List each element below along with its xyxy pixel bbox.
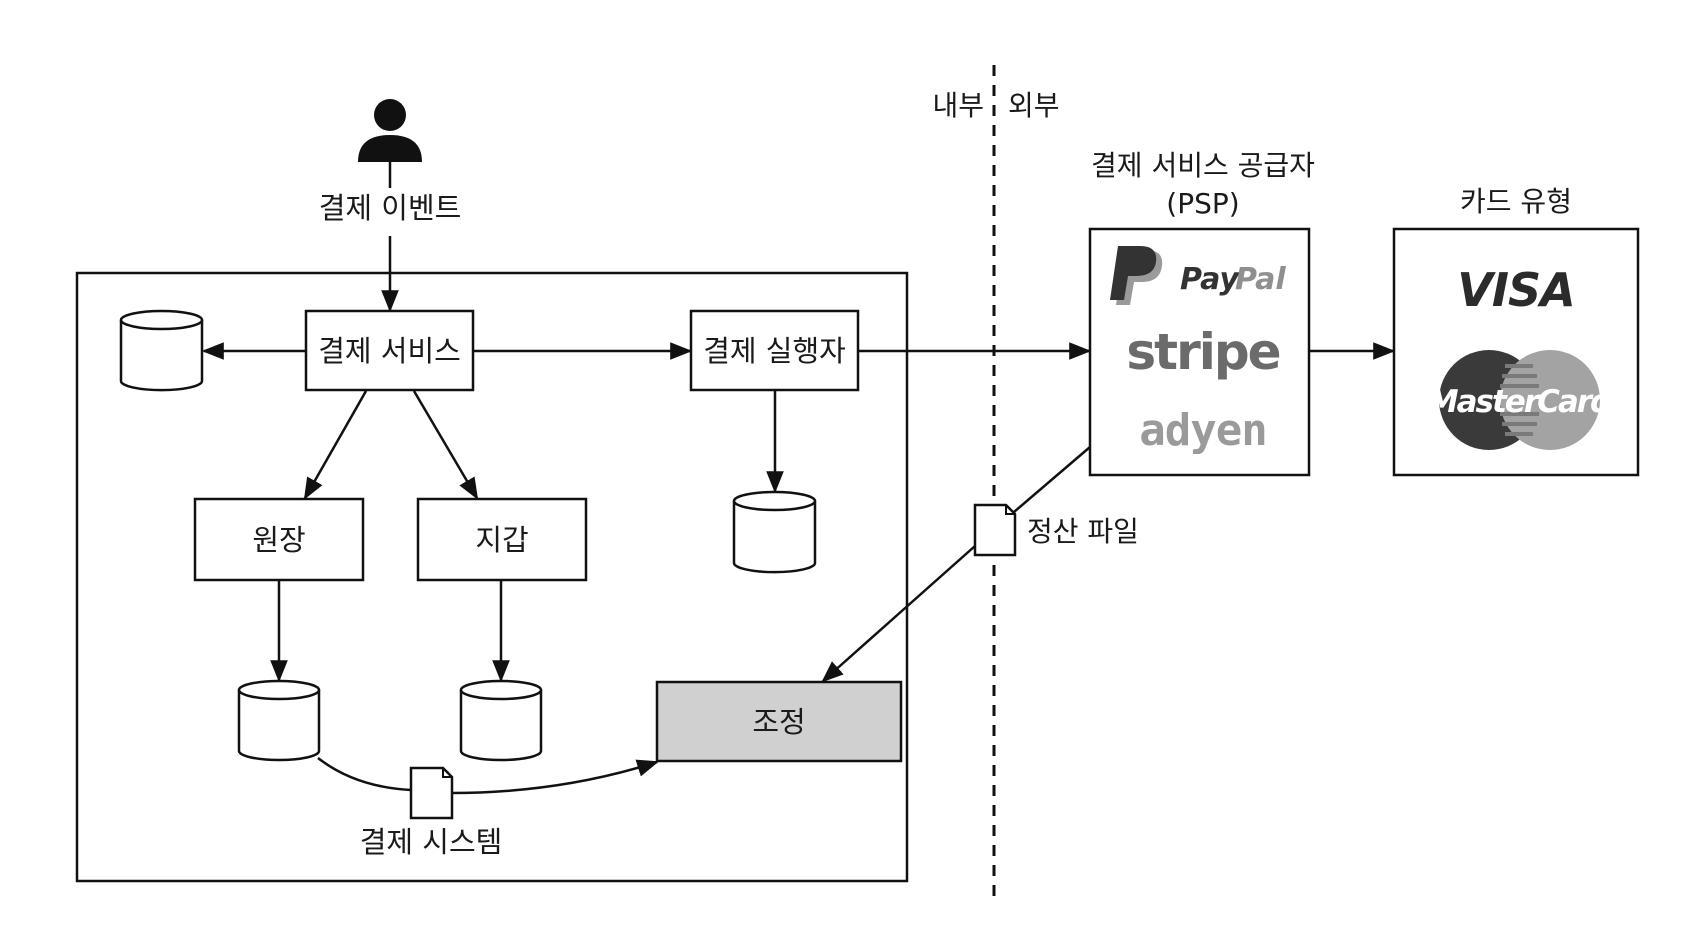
file-to-reconciliation-line (821, 545, 976, 683)
paypal-logo: Pay Pal (1110, 246, 1286, 305)
file-icon (409, 766, 454, 820)
service-to-wallet-arrow (412, 390, 479, 500)
file-to-reconciliation-arrow (450, 759, 660, 795)
payment-service-label: 결제 서비스 (318, 334, 461, 368)
ledger-to-reconciliation-curve (317, 757, 412, 792)
paypal-pay-text: Pay (1180, 262, 1240, 297)
psp-title-line1: 결제 서비스 공급자 (1091, 149, 1315, 182)
paypal-pal-text: Pal (1235, 262, 1286, 297)
external-label: 외부 (1008, 89, 1060, 122)
psp-node[interactable]: Pay Pal stripe adyen (1088, 227, 1311, 477)
adyen-logo: adyen (1139, 405, 1266, 456)
settlement-file-icon (973, 503, 1017, 557)
ledger-label: 원장 (252, 523, 305, 557)
wallet-node[interactable]: 지갑 (416, 497, 588, 582)
database-icon (732, 490, 817, 574)
database-icon (459, 679, 543, 762)
payment-system-boundary (75, 271, 909, 883)
payment-executor-node[interactable]: 결제 실행자 (689, 309, 860, 392)
mastercard-logo: MasterCard (1428, 350, 1615, 450)
payment-event-label: 결제 이벤트 (319, 191, 462, 225)
psp-to-file-line (1013, 446, 1091, 513)
payment-service-node[interactable]: 결제 서비스 (304, 309, 475, 392)
payment-system-label: 결제 시스템 (360, 825, 503, 859)
psp-title-line2: (PSP) (1166, 187, 1239, 220)
database-icon (237, 679, 321, 762)
reconciliation-label: 조정 (752, 705, 805, 739)
visa-logo: VISA (1457, 263, 1574, 317)
mastercard-text: MasterCard (1428, 384, 1613, 420)
user-icon (358, 99, 422, 188)
service-to-ledger-arrow (303, 390, 368, 500)
card-type-node[interactable]: VISA MasterCard (1392, 227, 1640, 477)
ledger-node[interactable]: 원장 (193, 497, 365, 582)
payment-executor-label: 결제 실행자 (703, 334, 846, 368)
settlement-file-label: 정산 파일 (1027, 515, 1139, 548)
database-icon (119, 309, 204, 392)
stripe-logo: stripe (1126, 323, 1279, 381)
wallet-label: 지갑 (475, 523, 528, 557)
internal-label: 내부 (932, 89, 984, 122)
card-type-title: 카드 유형 (1460, 185, 1572, 218)
reconciliation-node[interactable]: 조정 (655, 680, 903, 763)
